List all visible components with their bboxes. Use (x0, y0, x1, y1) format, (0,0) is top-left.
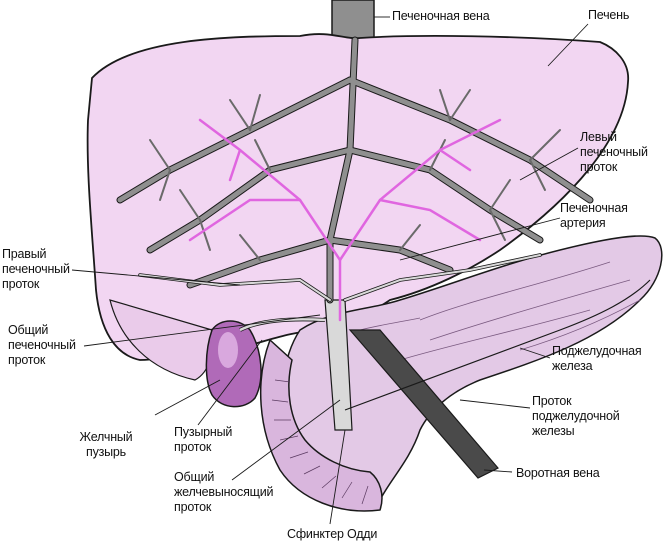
label-sphincter-oddi: Сфинктер Одди (287, 527, 378, 541)
label-portal-vein: Воротная вена (516, 466, 600, 480)
hepatic-vein-branches (117, 37, 593, 303)
hepatic-artery-branches (188, 118, 502, 322)
pancreatic-duct-shape (344, 279, 651, 411)
label-right-hepatic-duct: Правый печеночный проток (2, 247, 70, 291)
vein-twigs (149, 89, 561, 261)
label-gallbladder: Желчный пузырь (79, 430, 133, 459)
portal-vein-shape (348, 329, 499, 479)
label-common-hepatic-duct: Общий печеночный проток (8, 323, 76, 367)
label-hepatic-vein: Печеночная вена (392, 9, 490, 23)
label-pancreas: Поджелудочная железа (552, 344, 642, 373)
label-liver: Печень (588, 8, 630, 22)
common-bile-duct-shape (324, 299, 353, 431)
liver-shape (86, 33, 629, 361)
hepatic-vein-trunk (331, 0, 375, 41)
duodenum-shape (259, 338, 383, 512)
label-cystic-duct: Пузырный проток (174, 425, 233, 454)
label-common-bile-duct: Общий желчевыносящий проток (174, 470, 274, 514)
label-left-hepatic-duct: Левый печеночный проток (580, 130, 648, 174)
label-pancreatic-duct: Проток поджелудочной железы (532, 394, 620, 438)
pancreas-texture (359, 261, 641, 361)
gallbladder-highlight (218, 332, 238, 368)
label-hepatic-artery: Печеночная артерия (560, 201, 628, 230)
leader-lines (71, 16, 589, 525)
